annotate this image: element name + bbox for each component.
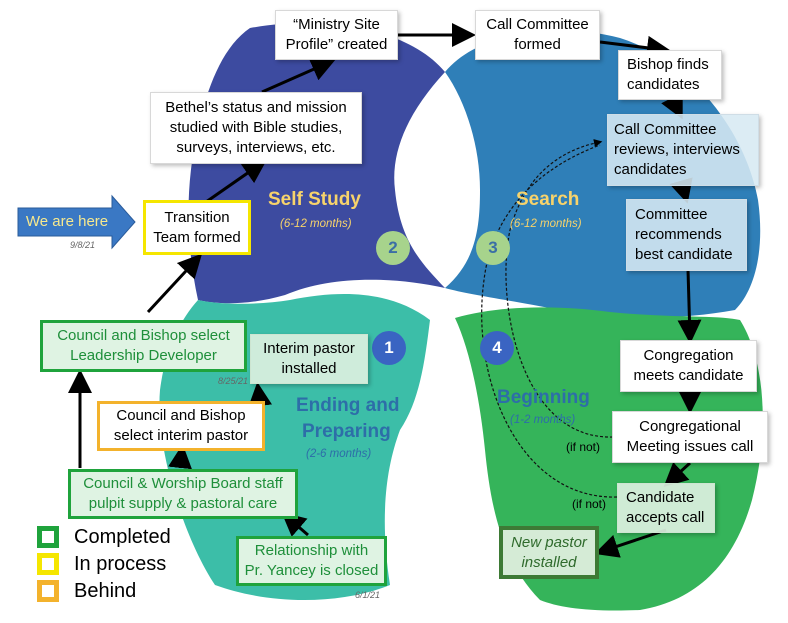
we-are-here-label: We are here [25, 213, 109, 230]
legend-completed: Completed [37, 524, 171, 550]
legend-completed-swatch [37, 526, 59, 548]
ending-duration: (2-6 months) [306, 448, 372, 460]
date-we-are-here: 9/8/21 [70, 240, 96, 250]
date-interim: 8/25/21 [218, 376, 249, 386]
self-study-duration: (6-12 months) [280, 218, 352, 230]
beginning-title: Beginning [497, 387, 590, 408]
search-duration: (6-12 months) [510, 218, 582, 230]
phase-number-3: 3 [476, 231, 510, 265]
search-title: Search [516, 189, 580, 210]
self-study-title: Self Study [268, 189, 361, 210]
date-relationship: 6/1/21 [355, 590, 381, 600]
beginning-duration: (1-2 months) [510, 414, 576, 426]
if-not-label-2: (if not) [572, 497, 607, 511]
we-are-here-arrow [17, 194, 136, 250]
ending-title-line2: Preparing [302, 421, 391, 442]
legend-behind: Behind [37, 578, 136, 604]
legend-in-process: In process [37, 551, 166, 577]
phase-number-4: 4 [480, 331, 514, 365]
legend-in-process-swatch [37, 553, 59, 575]
phase-number-2: 2 [376, 231, 410, 265]
if-not-label-1: (if not) [566, 440, 601, 454]
legend-behind-swatch [37, 580, 59, 602]
ending-title-line1: Ending and [296, 395, 400, 416]
phase-number-1: 1 [372, 331, 406, 365]
